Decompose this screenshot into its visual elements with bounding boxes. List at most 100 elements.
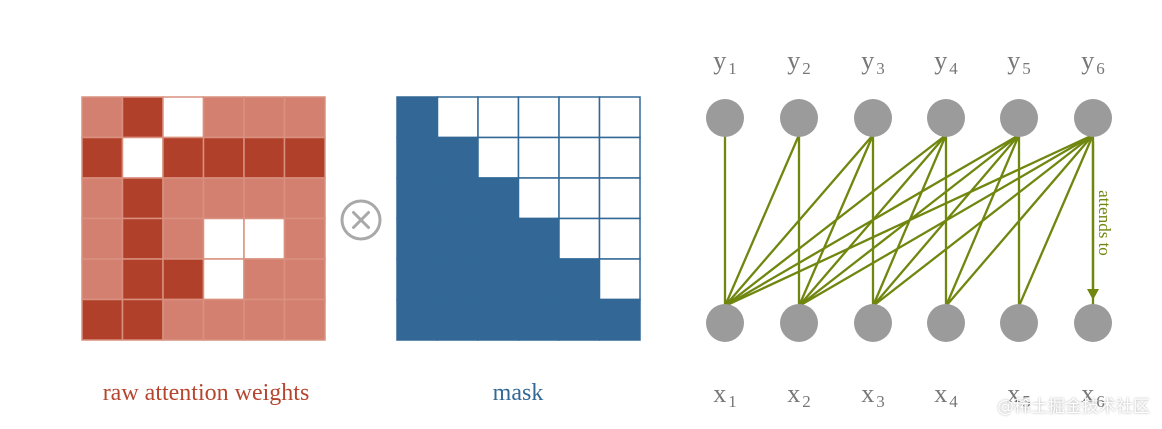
attention-nodes [706, 99, 1112, 342]
attention-edge [1017, 133, 1095, 308]
input-node [854, 304, 892, 342]
mask-cell [558, 177, 601, 220]
mask-grid [396, 96, 641, 341]
raw-attention-cell [283, 96, 326, 139]
mask-cell [517, 298, 560, 341]
output-node [1074, 99, 1112, 137]
mask-cell [558, 258, 601, 301]
watermark-text: @稀土掘金技术社区 [997, 397, 1150, 417]
mask-cell [477, 96, 520, 139]
raw-attention-cell [81, 96, 124, 139]
output-node [854, 99, 892, 137]
raw-attention-cell [243, 258, 286, 301]
raw-attention-cell [283, 258, 326, 301]
mask-cell [477, 136, 520, 179]
mask-cell [436, 177, 479, 220]
mask-cell [396, 217, 439, 260]
mask-cell [598, 217, 641, 260]
multiply-operator-icon [340, 199, 382, 241]
raw-attention-cell [243, 177, 286, 220]
raw-attention-grid [81, 96, 326, 341]
mask-cell [436, 136, 479, 179]
mask-cell [598, 298, 641, 341]
raw-attention-cell [121, 96, 164, 139]
raw-attention-cell [202, 96, 245, 139]
mask-cell [517, 177, 560, 220]
raw-attention-cell [283, 177, 326, 220]
mask-cell [477, 217, 520, 260]
mask-cell [558, 136, 601, 179]
output-node [927, 99, 965, 137]
attention-edge [723, 133, 801, 308]
mask-cell [477, 177, 520, 220]
attention-edge [723, 133, 1095, 308]
raw-attention-cell [243, 136, 286, 179]
raw-attention-cell [243, 96, 286, 139]
attention-edge [723, 133, 1021, 308]
raw-attention-cell [121, 177, 164, 220]
raw-attention-cell [81, 217, 124, 260]
raw-attention-cell [121, 217, 164, 260]
raw-attention-cell [81, 258, 124, 301]
raw-attention-cell [162, 96, 205, 139]
raw-attention-cell [162, 298, 205, 341]
raw-attention-cell [202, 258, 245, 301]
mask-cell [396, 298, 439, 341]
attention-edge [723, 133, 948, 308]
attends-to-arrow: attends to [1087, 140, 1114, 300]
mask-cell [598, 96, 641, 139]
mask-cell [558, 298, 601, 341]
attention-edge [871, 133, 1095, 308]
raw-attention-cell [202, 217, 245, 260]
output-node [780, 99, 818, 137]
raw-attention-cell [283, 136, 326, 179]
mask-cell [517, 217, 560, 260]
attention-edge [944, 133, 1095, 308]
raw-attention-cell [202, 177, 245, 220]
raw-attention-caption: raw attention weights [102, 380, 310, 406]
mask-caption: mask [492, 380, 544, 406]
raw-attention-cell [121, 258, 164, 301]
attends-to-label: attends to [1095, 190, 1114, 256]
mask-cell [598, 136, 641, 179]
raw-attention-cell [162, 177, 205, 220]
arrow-head-icon [1087, 289, 1099, 300]
raw-attention-cell [283, 217, 326, 260]
raw-attention-cell [81, 298, 124, 341]
raw-attention-cell [162, 217, 205, 260]
raw-attention-cell [202, 298, 245, 341]
mask-cell [396, 96, 439, 139]
mask-cell [598, 177, 641, 220]
mask-cell [517, 258, 560, 301]
attention-connections [723, 133, 1095, 308]
input-node [706, 304, 744, 342]
mask-cell [436, 217, 479, 260]
input-node [927, 304, 965, 342]
raw-attention-cell [243, 217, 286, 260]
raw-attention-cell [162, 258, 205, 301]
raw-attention-cell [121, 298, 164, 341]
mask-cell [396, 258, 439, 301]
mask-cell [558, 217, 601, 260]
output-node [1000, 99, 1038, 137]
mask-cell [558, 96, 601, 139]
raw-attention-cell [121, 136, 164, 179]
mask-cell [436, 298, 479, 341]
input-node [1074, 304, 1112, 342]
attention-edge [723, 133, 875, 308]
mask-cell [396, 177, 439, 220]
raw-attention-cell [283, 298, 326, 341]
